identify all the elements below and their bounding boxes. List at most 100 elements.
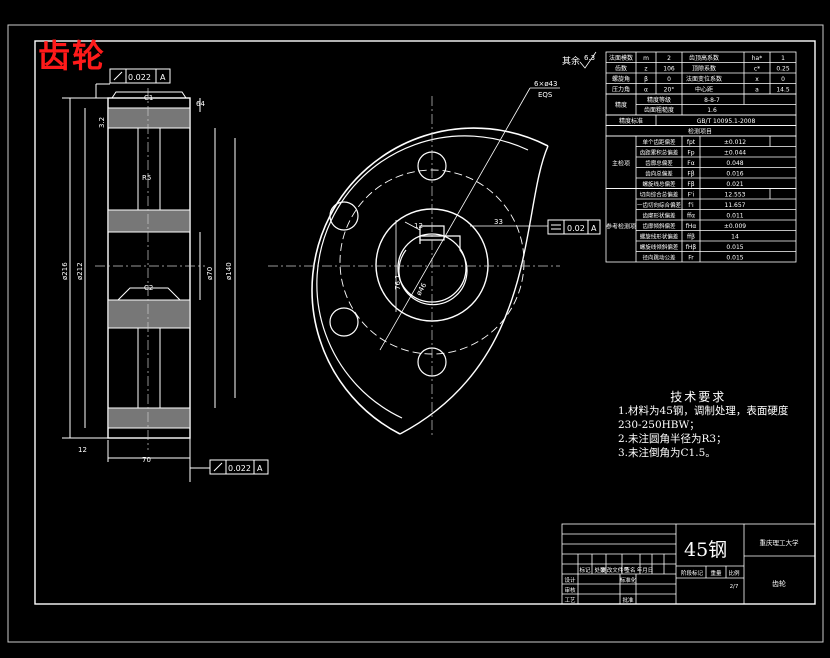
tb-review: 审核	[564, 586, 576, 594]
dim-hub: ø70	[206, 267, 214, 280]
tech-heading: 技术要求	[670, 390, 727, 404]
param-value-2: 1	[781, 55, 785, 62]
precision-rough: 1.6	[707, 107, 717, 114]
inspect-group: 参考检测项	[606, 222, 636, 230]
param-name-2: 顶隙系数	[692, 65, 716, 73]
standard-value: GB/T 10095.1-2008	[697, 118, 756, 125]
dim-bore: ø140	[225, 262, 233, 280]
bottom-runout-datum: A	[257, 464, 263, 473]
inspect-item: 径向跳动公差	[642, 254, 676, 262]
inspect-value: 0.048	[726, 160, 743, 167]
inspect-item: 切向综合总偏差	[640, 191, 679, 199]
param-symbol: α	[644, 87, 648, 94]
param-value: 106	[663, 66, 675, 73]
param-name: 螺旋角	[612, 75, 630, 83]
precision-grade-label: 精度等级	[647, 96, 671, 104]
tb-col-2: 更改文件号	[601, 566, 629, 574]
tb-col-4: 年月日	[637, 566, 654, 574]
param-name: 齿数	[615, 65, 627, 73]
inspect-value: 12.553	[725, 192, 746, 199]
dim-od: ø216	[61, 262, 69, 280]
param-name: 法面模数	[609, 54, 633, 62]
tb-col-3: 签名	[624, 566, 635, 574]
section-view	[62, 83, 236, 482]
inspect-symbol: F'i	[688, 192, 695, 199]
precision-grade: 8-8-7	[704, 97, 720, 104]
inspect-value: ±0.009	[724, 223, 746, 230]
inspect-value: 0.015	[726, 244, 743, 251]
tb-scale: 比例	[728, 569, 740, 577]
param-symbol: z	[644, 66, 647, 73]
standard-label: 精度标准	[619, 117, 643, 125]
param-name-2: 法面变位系数	[686, 75, 722, 83]
tech-line-3: 2.未注圆角半径为R3；	[618, 433, 727, 445]
param-symbol-2: ha*	[752, 55, 762, 62]
dim-angle: 64	[196, 100, 205, 108]
inspect-head: 检测项目	[688, 128, 712, 136]
inspect-item: 单个齿距偏差	[642, 138, 676, 146]
key-symmetry-frame: 0.02 A	[547, 219, 601, 235]
tech-line-4: 3.未注倒角为C1.5。	[618, 447, 716, 459]
dim-key-w: 12	[414, 222, 423, 230]
inspect-value: 0.016	[726, 171, 743, 178]
material-label: 45钢	[684, 539, 728, 561]
front-view	[268, 87, 560, 436]
tech-line-1: 1.材料为45钢，调制处理，表面硬度	[618, 405, 789, 417]
inspect-item: 齿廓总偏差	[645, 159, 673, 167]
dim-pitch: ø212	[76, 262, 84, 280]
dim-bore-circle: ø46	[415, 281, 429, 297]
dim-holes: 6×ø43	[534, 80, 558, 88]
top-runout-value: 0.022	[128, 73, 151, 82]
dim-key-depth: 76.1	[394, 274, 402, 290]
inspect-item: 一齿切向综合偏差	[637, 201, 682, 209]
dim-key-width: 12	[78, 446, 87, 454]
top-runout-datum: A	[160, 73, 166, 82]
inspect-symbol: fHβ	[686, 244, 697, 251]
inspect-value: 11.657	[725, 202, 746, 209]
tb-col-1: 处数	[594, 566, 606, 574]
inspect-value: ±0.044	[724, 150, 746, 157]
drawing-title: 齿轮	[38, 37, 107, 75]
param-value-2: 14.5	[776, 87, 790, 94]
outer-border	[7, 24, 824, 643]
dim-width: 70	[142, 456, 151, 464]
inspect-value: ±0.012	[724, 139, 746, 146]
inspect-symbol: fHα	[686, 223, 697, 230]
inspect-symbol: ffβ	[687, 234, 695, 241]
dim-c1: C1	[144, 94, 153, 102]
inspect-symbol: Fr	[688, 255, 694, 262]
tb-sheet: 2/7	[730, 584, 739, 590]
tb-school: 重庆理工大学	[760, 538, 800, 547]
inspect-item: 螺旋线形状偏差	[640, 233, 679, 241]
inspect-item: 齿廓倾斜偏差	[642, 222, 676, 230]
param-name-2: 中心距	[695, 86, 713, 94]
key-sym-value: 0.02	[567, 224, 585, 233]
inner-border	[34, 40, 816, 605]
param-symbol-2: a	[755, 87, 759, 94]
tb-part-name: 齿轮	[772, 579, 786, 588]
param-value-2: 0	[781, 76, 785, 83]
param-symbol-2: x	[755, 76, 759, 83]
dim-roughness: 3.2	[98, 117, 106, 128]
inspect-group: 主检项	[612, 159, 630, 167]
param-value: 0	[667, 76, 671, 83]
others-label: 其余	[562, 55, 580, 67]
others-roughness: 其余 6.3	[562, 51, 597, 69]
bottom-runout-value: 0.022	[228, 464, 251, 473]
inspect-symbol: Fp	[687, 150, 694, 157]
tb-weight: 重量	[710, 569, 722, 577]
precision-rough-label: 齿面粗糙度	[644, 106, 674, 114]
inspect-item: 螺旋线倾斜偏差	[640, 243, 679, 251]
param-symbol: β	[644, 76, 648, 83]
param-name: 压力角	[612, 86, 630, 94]
title-block: 标记处数更改文件号签名年月日设计标准化审核工艺批准阶段标记重量比例2/7重庆理工…	[561, 523, 816, 605]
dim-angle-b: 33	[494, 218, 503, 226]
front-dimensions: 6×ø43 EQS 76.1 12 ø46 33	[394, 80, 558, 297]
technical-requirements: 技术要求 1.材料为45钢，调制处理，表面硬度 230-250HBW； 2.未注…	[618, 390, 788, 460]
others-value: 6.3	[584, 54, 595, 62]
key-sym-datum: A	[591, 224, 597, 233]
inspect-value: 0.015	[726, 255, 743, 262]
precision-label: 精度	[615, 101, 627, 109]
